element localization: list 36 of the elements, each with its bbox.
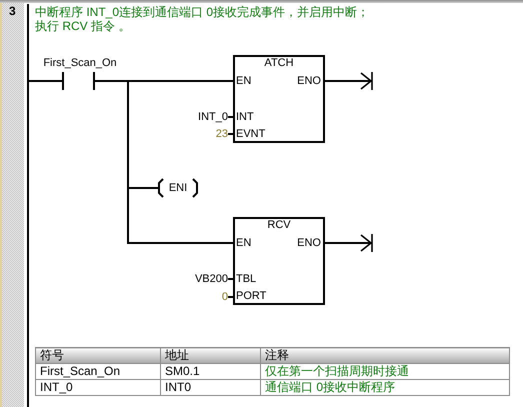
connector-line xyxy=(228,296,233,298)
table-cell: SM0.1 xyxy=(160,364,260,380)
connector-line xyxy=(228,116,233,118)
block-title: ATCH xyxy=(264,57,294,70)
pin-label: EVNT xyxy=(236,128,266,140)
coil-label: ENI xyxy=(168,182,188,194)
pin-label: EN xyxy=(236,236,252,250)
connector-line xyxy=(228,278,233,280)
rung-number: 3 xyxy=(9,5,16,18)
connector-line xyxy=(116,80,233,244)
operand-label: 0 xyxy=(222,290,228,304)
pin-label: PORT xyxy=(236,290,266,302)
contact-label: First_Scan_On xyxy=(43,57,117,70)
connector-line xyxy=(228,133,233,135)
operand-label: VB200 xyxy=(194,272,228,286)
function-block xyxy=(233,55,325,143)
table-cell: First_Scan_On xyxy=(36,364,160,380)
operand-label: INT_0 xyxy=(198,110,228,124)
table-cell: INT0 xyxy=(160,380,260,396)
rung-comment: 执行 RCV 指令 。 xyxy=(35,20,130,33)
pin-label: ENO xyxy=(297,236,321,250)
table-cell: 通信端口 0接收中断程序 xyxy=(260,380,510,396)
pin-label: INT xyxy=(236,110,254,124)
table-cell: 仅在第一个扫描周期时接通 xyxy=(260,364,510,380)
block-title: RCV xyxy=(267,219,291,232)
pin-label: TBL xyxy=(236,272,256,286)
column-header: 注释 xyxy=(260,348,510,364)
table-cell: INT_0 xyxy=(36,380,160,396)
pin-label: ENO xyxy=(297,74,321,88)
rung-comment: 中断程序 INT_0连接到通信端口 0接收完成事件，并启用中断； xyxy=(35,6,370,19)
column-header: 地址 xyxy=(160,348,260,364)
pin-label: EN xyxy=(236,74,252,88)
connector-line xyxy=(29,80,44,82)
column-header: 符号 xyxy=(36,348,160,364)
function-block xyxy=(233,217,325,305)
operand-label: 23 xyxy=(216,128,228,140)
